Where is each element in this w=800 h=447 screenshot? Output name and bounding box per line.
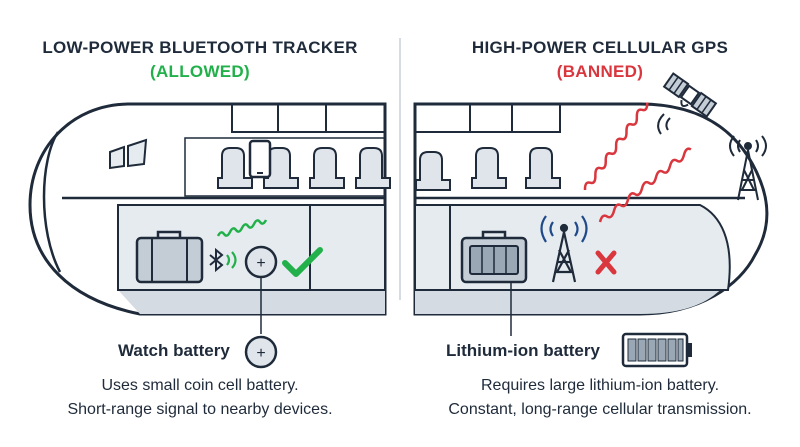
right-description-line2: Constant, long-range cellular transmissi… — [448, 401, 752, 418]
coin-cell-battery-icon: + — [244, 245, 278, 279]
cockpit-window — [109, 145, 125, 170]
bluetooth-wave-icon — [226, 251, 237, 269]
left-fuselage — [28, 102, 387, 316]
right-panel-title: HIGH-POWER CELLULAR GPS — [471, 38, 729, 57]
antenna-tower-icon — [551, 223, 577, 283]
cockpit-window — [127, 138, 148, 168]
checkmark-icon — [282, 247, 323, 277]
cross-icon — [595, 250, 617, 275]
satellite-icon — [662, 72, 718, 118]
lithium-battery-label: Lithium-ion battery — [446, 341, 600, 360]
luggage-icon — [135, 230, 204, 284]
coin-cell-plus: + — [256, 255, 265, 272]
airline-seat-icon — [415, 147, 561, 191]
left-panel-title: LOW-POWER BLUETOOTH TRACKER — [42, 38, 358, 57]
cell-tower-icon — [729, 135, 767, 201]
bluetooth-signal-wave — [216, 219, 268, 237]
satellite-signal-icon — [657, 113, 671, 135]
coin-cell-plus: + — [256, 345, 265, 362]
left-description-line2: Short-range signal to nearby devices. — [67, 401, 333, 418]
left-panel-status: (ALLOWED) — [150, 62, 250, 81]
left-description-line1: Uses small coin cell battery. — [101, 377, 299, 394]
cellular-signal-wave — [598, 147, 692, 223]
watch-battery-label: Watch battery — [118, 341, 230, 360]
right-panel-status: (BANNED) — [556, 62, 644, 81]
right-description-line1: Requires large lithium-ion battery. — [480, 377, 720, 394]
antenna-signal-icon — [540, 215, 588, 243]
bluetooth-icon — [209, 247, 224, 273]
lithium-battery-icon — [621, 332, 692, 368]
coin-cell-battery-icon: + — [244, 335, 278, 369]
luggage-icon — [460, 230, 528, 284]
cellular-signal-wave — [583, 102, 649, 191]
smartphone-icon — [248, 139, 272, 179]
